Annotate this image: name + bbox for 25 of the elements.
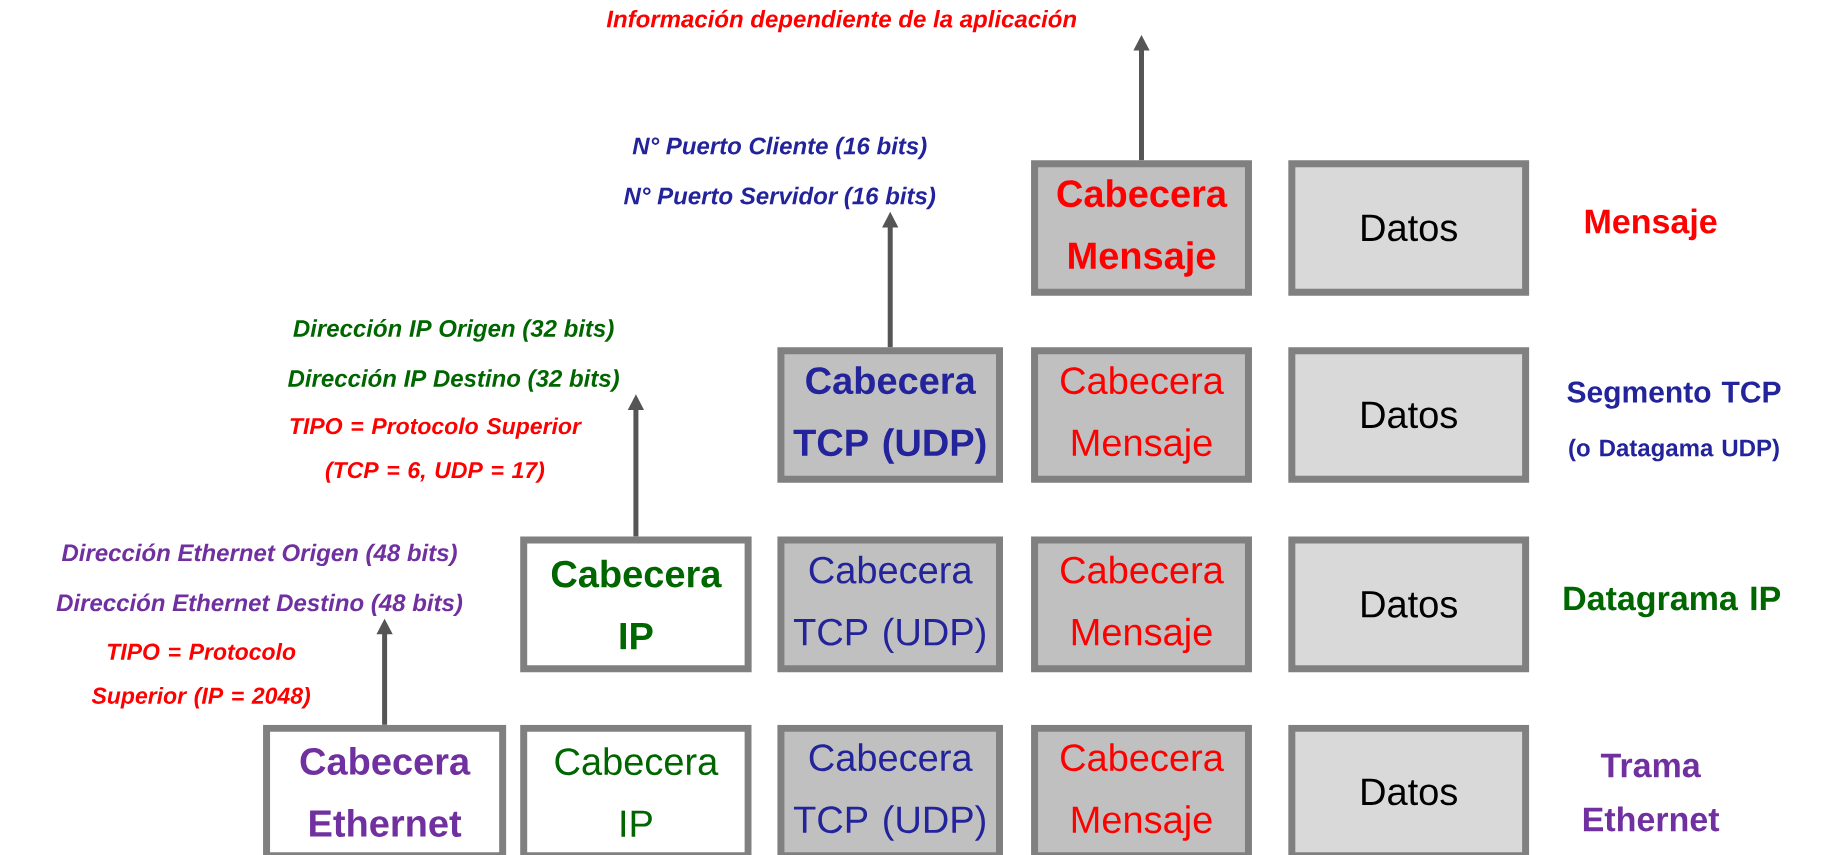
header-box: Cabecera Mensaje (1031, 347, 1252, 483)
header-box: Cabecera Ethernet (263, 724, 507, 855)
header-box: Cabecera Mensaje (1031, 160, 1252, 296)
header-box: Cabecera Mensaje (1031, 724, 1252, 855)
header-box: Cabecera TCP (UDP) (777, 536, 1003, 673)
header-box: Cabecera IP (520, 536, 752, 673)
data-box: Datos (1288, 347, 1530, 483)
layer-label: Segmento TCP (1567, 381, 1781, 409)
layer-label: Trama Ethernet (1583, 753, 1720, 832)
field-text: N° Puerto Cliente (16 bits) N° Puerto Servidor (16 bits) (623, 136, 936, 210)
header-box: Cabecera Mensaje (1031, 536, 1252, 673)
layer-label: Mensaje (1585, 208, 1717, 241)
note-text: TIPO = Protocolo Superior (TCP = 6, UDP = 17) (290, 417, 582, 483)
layer-label: (o Datagama UDP) (1569, 438, 1779, 462)
note-text: TIPO = Protocolo Superior (IP = 2048) (91, 643, 310, 709)
field-text: Dirección Ethernet Origen (48 bits) Dirección Ethernet Destino (48 bits) (56, 543, 463, 617)
data-box: Datos (1288, 160, 1530, 296)
field-text: Dirección IP Origen (32 bits) Dirección IP Destino (32 bits) (288, 319, 619, 392)
field-text: Información dependiente de la aplicación (606, 9, 1077, 33)
header-box: Cabecera TCP (UDP) (777, 724, 1003, 855)
header-box: Cabecera IP (520, 724, 752, 855)
data-box: Datos (1288, 536, 1530, 673)
data-box: Datos (1288, 724, 1530, 855)
header-box: Cabecera TCP (UDP) (777, 347, 1003, 483)
layer-label: Datagrama IP (1564, 586, 1781, 618)
